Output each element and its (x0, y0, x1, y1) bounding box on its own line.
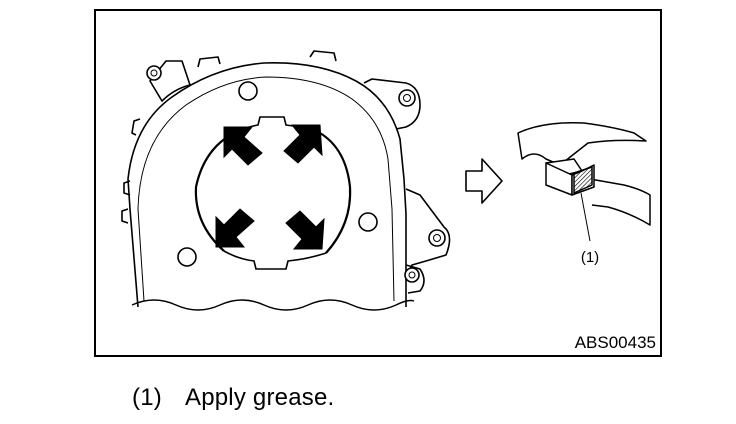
mounting-holes (146, 65, 446, 283)
callout-leader (580, 192, 591, 242)
caption: (1) Apply grease. (132, 384, 334, 412)
caption-number: (1) (132, 384, 162, 411)
callout-label: (1) (581, 249, 599, 266)
grease-point-arrows (215, 124, 325, 250)
caption-text: Apply grease. (185, 384, 335, 411)
illustration-figure: (1) ABS00435 (94, 9, 662, 357)
direction-arrow-icon (465, 158, 503, 204)
detail-cable (517, 121, 651, 226)
arrow-upper-left (223, 126, 263, 166)
clock-spring-body (121, 50, 451, 311)
image-code: ABS00435 (575, 333, 656, 352)
